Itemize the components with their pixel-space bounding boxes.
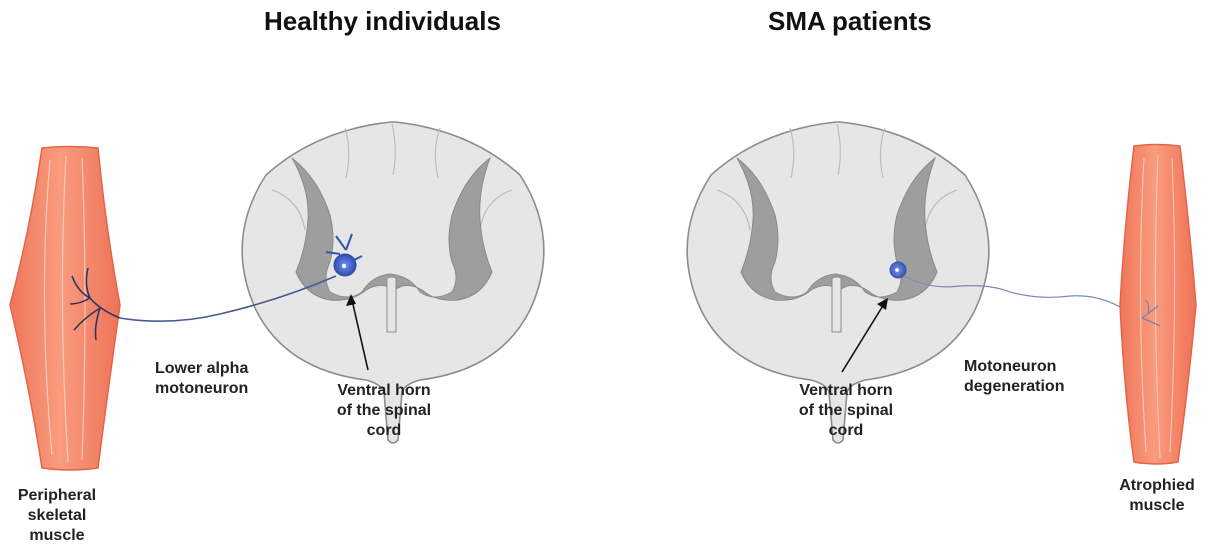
atrophied-muscle [1120,145,1196,465]
title-healthy: Healthy individuals [264,6,501,37]
title-sma: SMA patients [768,6,932,37]
label-line: muscle [1102,496,1212,516]
motoneuron-cell-sma [890,262,906,278]
label-line: Peripheral [2,486,112,506]
label-line: Ventral horn [316,381,452,401]
label-peripheral-skeletal-muscle: Peripheral skeletal muscle [2,486,112,546]
label-ventral-horn-right: Ventral horn of the spinal cord [778,381,914,441]
label-line: motoneuron [155,379,285,399]
label-line: Ventral horn [778,381,914,401]
label-line: skeletal [2,506,112,526]
label-line: Lower alpha [155,359,285,379]
label-line: of the spinal [778,401,914,421]
label-ventral-horn-left: Ventral horn of the spinal cord [316,381,452,441]
label-line: cord [316,421,452,441]
label-lower-alpha-motoneuron: Lower alpha motoneuron [155,359,285,399]
label-line: of the spinal [316,401,452,421]
label-line: muscle [2,526,112,546]
label-line: degeneration [964,377,1094,397]
label-line: Atrophied [1102,476,1212,496]
peripheral-skeletal-muscle [10,147,120,471]
label-atrophied-muscle: Atrophied muscle [1102,476,1212,516]
label-motoneuron-degeneration: Motoneuron degeneration [964,357,1094,397]
label-line: cord [778,421,914,441]
label-line: Motoneuron [964,357,1094,377]
